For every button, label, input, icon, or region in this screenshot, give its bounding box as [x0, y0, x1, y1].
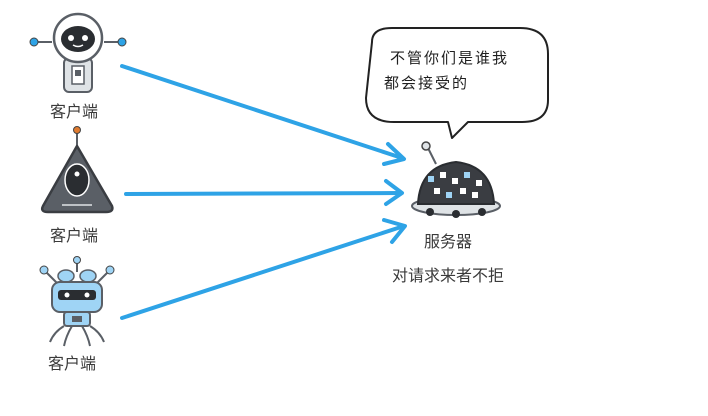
- arrow-middle: [124, 179, 404, 206]
- server-caption: 对请求来者不拒: [392, 266, 505, 285]
- client-label-2: 客户端: [50, 226, 99, 245]
- client-label-1: 客户端: [50, 102, 99, 121]
- triangle-robot-icon: [40, 126, 114, 214]
- speech-line-1: 不管你们是谁我: [390, 49, 510, 67]
- client-label-3: 客户端: [48, 354, 97, 373]
- speech-bubble-shape: [365, 27, 549, 139]
- arrow-bottom: [120, 218, 407, 320]
- speech-line-2: 都会接受的: [384, 74, 470, 92]
- server-label: 服务器: [424, 232, 473, 251]
- speech-bubble-text: 不管你们是谁我 都会接受的: [384, 46, 510, 96]
- arrow-top: [120, 64, 406, 166]
- antenna-robot-icon: [39, 256, 115, 347]
- dome-robot-icon: [411, 141, 501, 218]
- round-robot-icon: [29, 12, 127, 93]
